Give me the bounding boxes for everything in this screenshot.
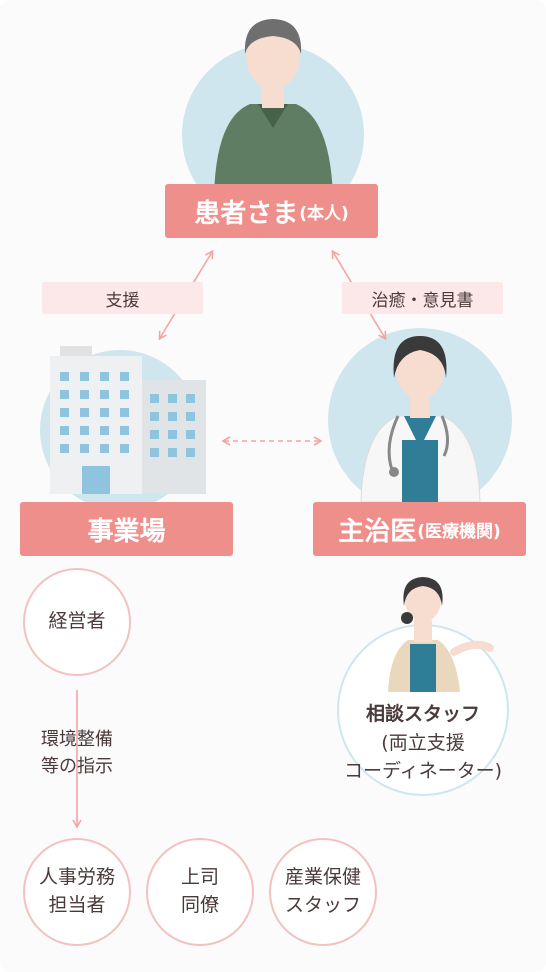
employer-label-main: 事業場 (87, 516, 166, 547)
building-window (80, 408, 89, 417)
staff-node-boss: 上司 同僚 (146, 838, 254, 946)
building-window (80, 444, 89, 453)
coordinator-title: 相談スタッフ (365, 703, 480, 725)
building-window (120, 372, 129, 381)
staff-health-line-2: スタッフ (284, 894, 361, 916)
building-window (60, 390, 69, 399)
building-window (80, 426, 89, 435)
building-window (168, 412, 177, 421)
staff-hr-line-2: 担当者 (48, 894, 106, 916)
building-window (60, 444, 69, 453)
staff-boss-line-1: 上司 (180, 866, 219, 889)
building-window (60, 372, 69, 381)
patient-illustration (182, 19, 364, 226)
building-window (150, 394, 159, 403)
manager-label: 経営者 (48, 610, 106, 633)
coordinator-illustration (337, 577, 509, 796)
staff-hr-line-1: 人事労務 (38, 866, 115, 889)
doctor-label-main: 主治医 (338, 516, 417, 547)
instructions-line-2: 等の指示 (41, 756, 113, 777)
building-window (186, 448, 195, 457)
building-window (168, 394, 177, 403)
patient-label-sub: (本人) (299, 203, 349, 224)
instructions-text: 環境整備 等の指示 (18, 726, 136, 780)
building-window (60, 408, 69, 417)
building-window (120, 444, 129, 453)
building-window (168, 448, 177, 457)
manager-node: 経営者 (23, 568, 131, 676)
support-tag: 支援 (42, 282, 203, 314)
staff-health-line-1: 産業保健 (284, 866, 361, 889)
building-window (100, 390, 109, 399)
coordinator-line-2: (両立支援 (381, 731, 465, 754)
building-window (80, 390, 89, 399)
building-window (150, 448, 159, 457)
building-window (150, 412, 159, 421)
building-window (100, 408, 109, 417)
doctor-illustration (328, 328, 512, 512)
building-window (168, 430, 177, 439)
instructions-line-1: 環境整備 (41, 729, 113, 750)
building-window (120, 426, 129, 435)
building-window (120, 390, 129, 399)
treatment-tag: 治癒・意見書 (342, 282, 503, 314)
employer-label: 事業場 (20, 502, 233, 556)
building-window (100, 372, 109, 381)
building-window (186, 412, 195, 421)
coordinator-text: 相談スタッフ (両立支援 コーディネーター) (333, 700, 513, 786)
staff-node-hr: 人事労務 担当者 (23, 838, 131, 946)
patient-label-main: 患者さま (194, 198, 299, 229)
staff-node-health: 産業保健 スタッフ (269, 838, 377, 946)
office-building-illustration (40, 346, 206, 510)
patient-label: 患者さま (本人) (165, 184, 378, 238)
building-window (100, 444, 109, 453)
building-window (186, 430, 195, 439)
building-window (60, 426, 69, 435)
building-window (100, 426, 109, 435)
doctor-label-sub: (医療機関) (417, 521, 501, 542)
building-window (80, 372, 89, 381)
doctor-label: 主治医 (医療機関) (313, 502, 526, 556)
building-window (150, 430, 159, 439)
staff-boss-line-2: 同僚 (180, 894, 219, 916)
building-window (120, 408, 129, 417)
coordinator-line-3: コーディネーター) (343, 760, 503, 782)
building-window (186, 394, 195, 403)
